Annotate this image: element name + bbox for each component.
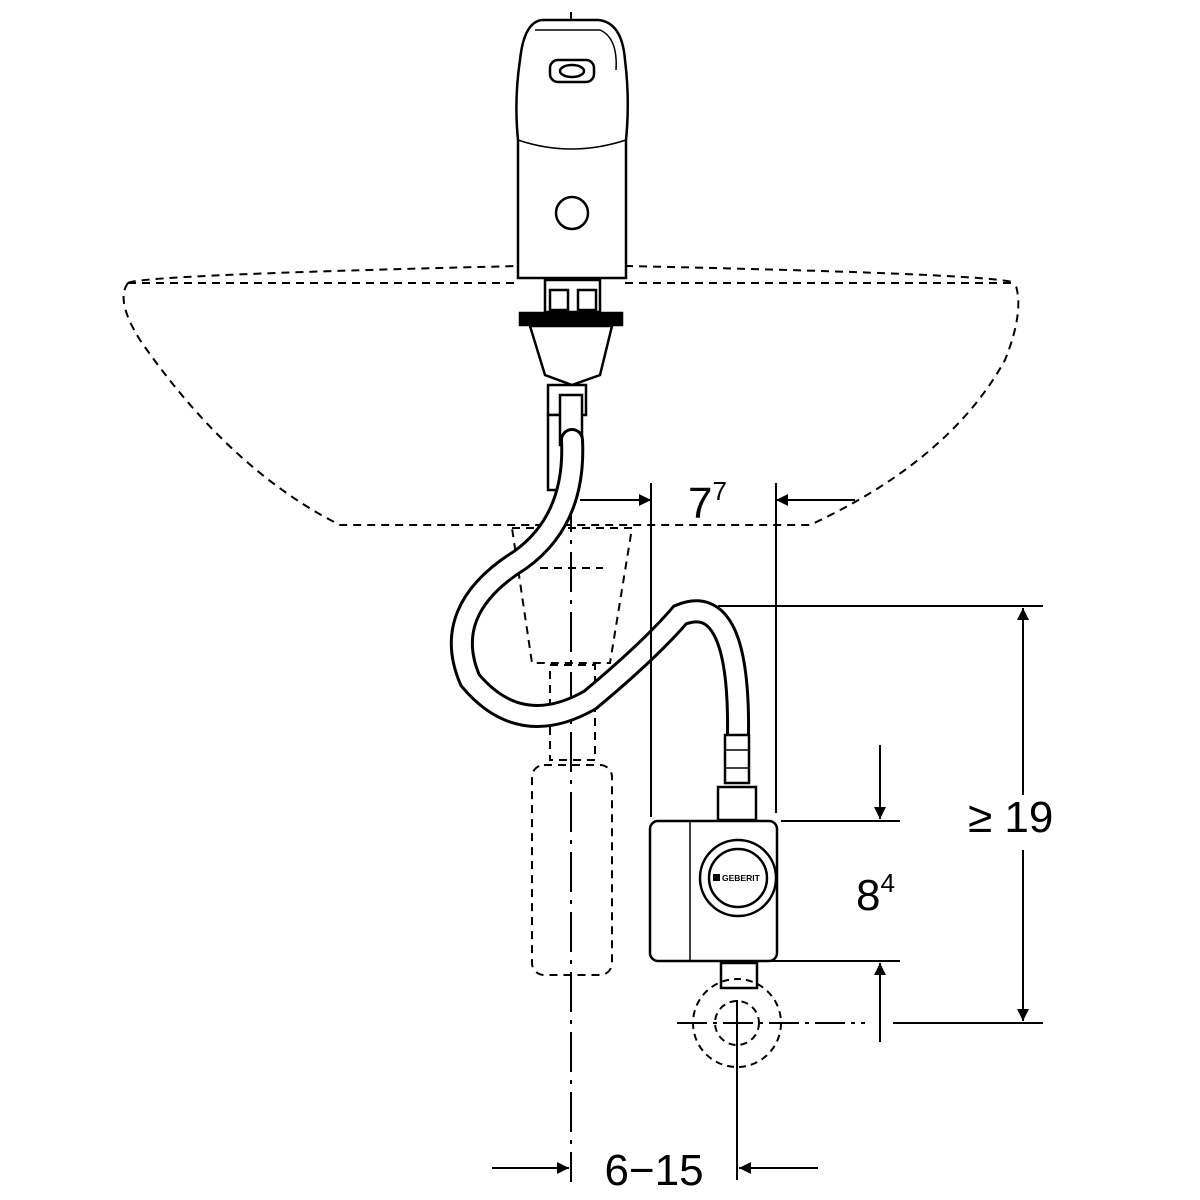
basin-outline (122, 265, 1020, 526)
dimension-box (760, 745, 900, 1042)
dimension-bottom-label: 6−15 (604, 1146, 703, 1195)
outlet-connection (677, 978, 865, 1180)
faucet-icon (515, 18, 630, 492)
sensor-window-icon (554, 195, 590, 231)
geberit-logo: GEBERIT (713, 873, 761, 883)
dimension-height (718, 605, 1043, 1024)
dimension-top-label: 77 (688, 476, 727, 528)
hose (449, 428, 751, 747)
logo-text: GEBERIT (722, 873, 761, 883)
dimension-box-label: 84 (856, 868, 895, 920)
dimension-top (580, 483, 855, 817)
dimension-height-label: ≥ 19 (968, 793, 1053, 842)
control-box-icon (648, 733, 779, 990)
